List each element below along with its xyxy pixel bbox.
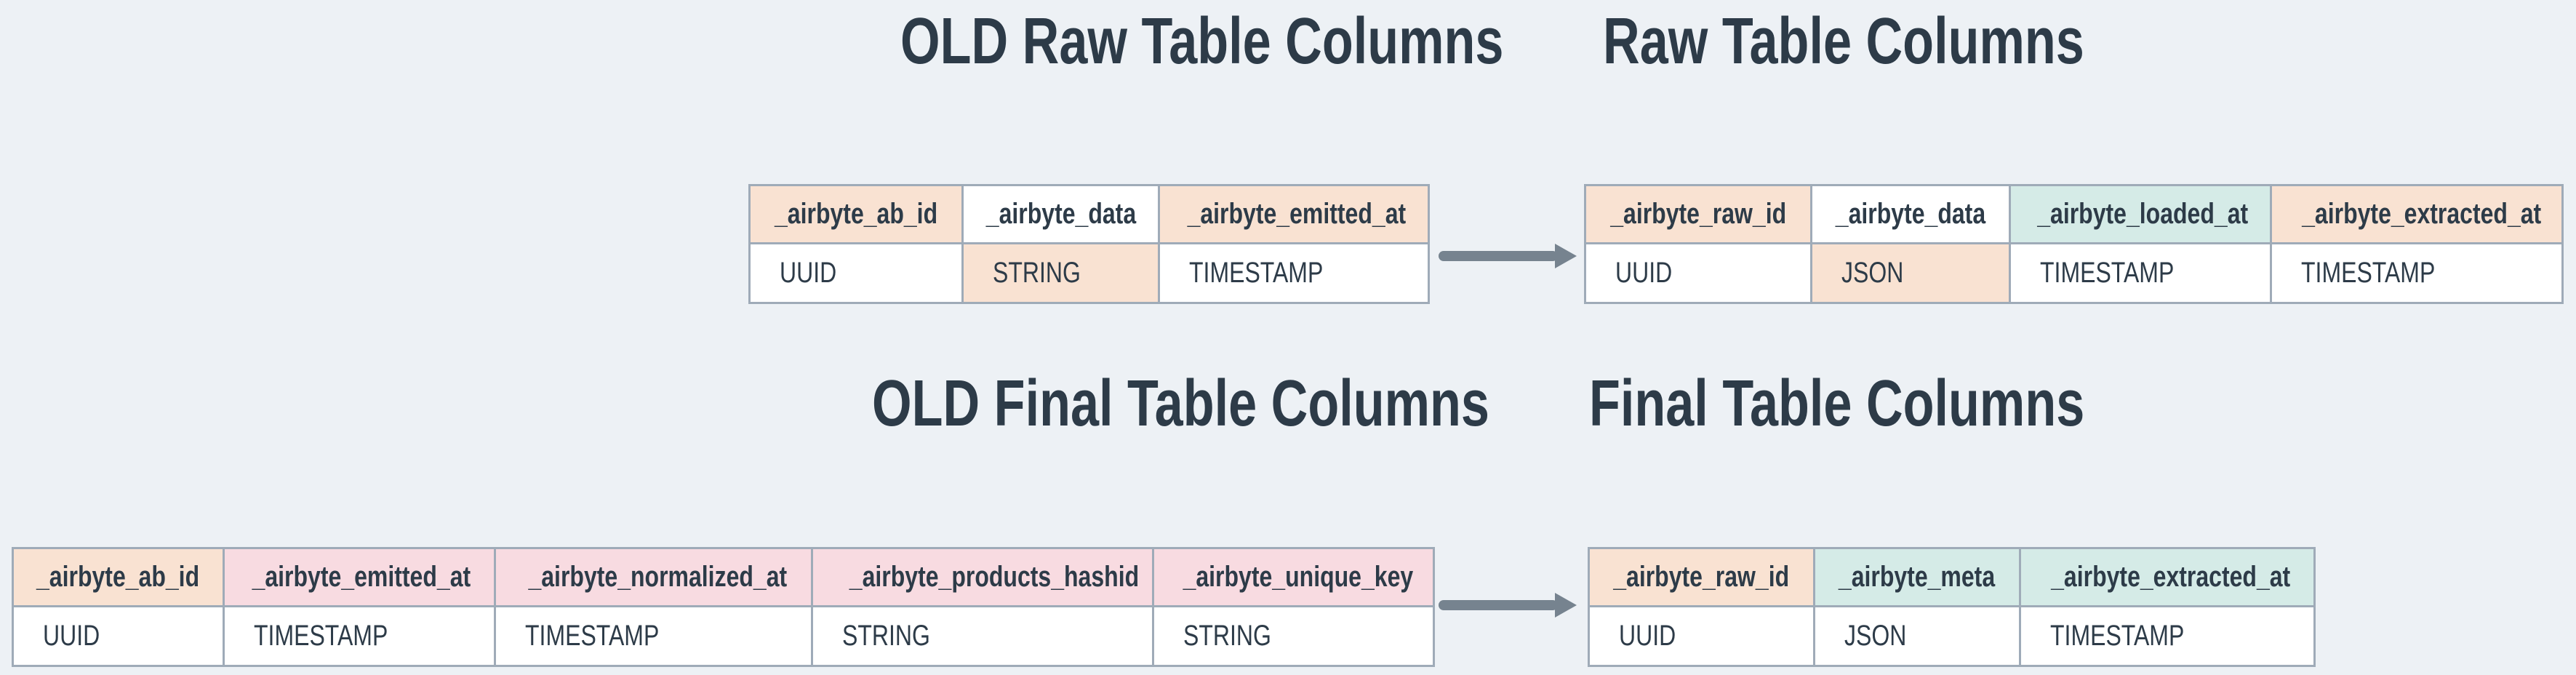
final-type-row: UUID JSON TIMESTAMP bbox=[1588, 605, 2316, 667]
header-label: _airbyte_extracted_at bbox=[2302, 198, 2542, 230]
final-header-row: _airbyte_raw_id _airbyte_meta _airbyte_e… bbox=[1588, 547, 2316, 607]
type-cell-uuid: UUID bbox=[1584, 242, 1812, 304]
header-label: _airbyte_products_hashid bbox=[849, 561, 1140, 593]
old-raw-table-title: OLD Raw Table Columns bbox=[900, 9, 1673, 74]
type-cell-timestamp: TIMESTAMP bbox=[2009, 242, 2272, 304]
old-raw-header-row: _airbyte_ab_id _airbyte_data _airbyte_em… bbox=[748, 184, 1430, 244]
header-cell-airbyte-loaded-at: _airbyte_loaded_at bbox=[2009, 184, 2272, 244]
type-label: TIMESTAMP bbox=[2301, 257, 2436, 289]
type-cell-uuid: UUID bbox=[1588, 605, 1815, 667]
header-label: _airbyte_extracted_at bbox=[2051, 561, 2291, 593]
old-final-type-row: UUID TIMESTAMP TIMESTAMP STRING STRING bbox=[12, 605, 1435, 667]
header-label: _airbyte_normalized_at bbox=[528, 561, 788, 593]
header-label: _airbyte_meta bbox=[1839, 561, 1996, 593]
old-raw-table-title-text: OLD Raw Table Columns bbox=[900, 5, 1504, 78]
type-cell-timestamp: TIMESTAMP bbox=[2019, 605, 2316, 667]
header-label: _airbyte_emitted_at bbox=[252, 561, 471, 593]
type-label: UUID bbox=[1615, 257, 1673, 289]
header-label: _airbyte_data bbox=[1835, 198, 1986, 230]
header-cell-airbyte-emitted-at: _airbyte_emitted_at bbox=[1158, 184, 1430, 244]
type-cell-json: JSON bbox=[1813, 605, 2021, 667]
header-cell-airbyte-data: _airbyte_data bbox=[961, 184, 1160, 244]
type-label: STRING bbox=[842, 620, 930, 652]
header-cell-airbyte-emitted-at: _airbyte_emitted_at bbox=[223, 547, 496, 607]
header-cell-airbyte-meta: _airbyte_meta bbox=[1813, 547, 2021, 607]
header-label: _airbyte_ab_id bbox=[774, 198, 938, 230]
raw-type-row: UUID JSON TIMESTAMP TIMESTAMP bbox=[1584, 242, 2564, 304]
header-label: _airbyte_ab_id bbox=[36, 561, 200, 593]
header-label: _airbyte_unique_key bbox=[1183, 561, 1414, 593]
header-label: _airbyte_data bbox=[985, 198, 1136, 230]
type-label: TIMESTAMP bbox=[254, 620, 388, 652]
header-cell-airbyte-ab-id: _airbyte_ab_id bbox=[748, 184, 964, 244]
header-cell-airbyte-raw-id: _airbyte_raw_id bbox=[1584, 184, 1812, 244]
final-table: _airbyte_raw_id _airbyte_meta _airbyte_e… bbox=[1588, 547, 2316, 667]
header-label: _airbyte_raw_id bbox=[1613, 561, 1790, 593]
old-raw-table: _airbyte_ab_id _airbyte_data _airbyte_em… bbox=[748, 184, 1430, 304]
final-table-title-text: Final Table Columns bbox=[1589, 367, 2085, 440]
header-label: _airbyte_raw_id bbox=[1610, 198, 1786, 230]
old-final-table-title: OLD Final Table Columns bbox=[872, 371, 1663, 436]
raw-table-title: Raw Table Columns bbox=[1603, 9, 2220, 74]
final-table-title: Final Table Columns bbox=[1589, 371, 2224, 436]
type-label: STRING bbox=[1183, 620, 1271, 652]
header-cell-airbyte-ab-id: _airbyte_ab_id bbox=[12, 547, 225, 607]
raw-table: _airbyte_raw_id _airbyte_data _airbyte_l… bbox=[1584, 184, 2564, 304]
old-raw-type-row: UUID STRING TIMESTAMP bbox=[748, 242, 1430, 304]
type-label: JSON bbox=[1841, 257, 1904, 289]
type-label: TIMESTAMP bbox=[2050, 620, 2185, 652]
header-cell-airbyte-raw-id: _airbyte_raw_id bbox=[1588, 547, 1815, 607]
type-cell-timestamp: TIMESTAMP bbox=[2270, 242, 2564, 304]
type-cell-timestamp: TIMESTAMP bbox=[494, 605, 813, 667]
type-label: JSON bbox=[1844, 620, 1907, 652]
arrow-head bbox=[1555, 593, 1577, 618]
type-cell-timestamp: TIMESTAMP bbox=[1158, 242, 1430, 304]
raw-table-title-text: Raw Table Columns bbox=[1603, 5, 2084, 78]
type-label: TIMESTAMP bbox=[525, 620, 660, 652]
type-label: UUID bbox=[1619, 620, 1676, 652]
type-cell-timestamp: TIMESTAMP bbox=[223, 605, 496, 667]
header-label: _airbyte_emitted_at bbox=[1187, 198, 1407, 230]
header-cell-airbyte-extracted-at: _airbyte_extracted_at bbox=[2270, 184, 2564, 244]
type-cell-uuid: UUID bbox=[748, 242, 964, 304]
old-final-header-row: _airbyte_ab_id _airbyte_emitted_at _airb… bbox=[12, 547, 1435, 607]
right-arrow-icon-final bbox=[1439, 593, 1577, 618]
header-cell-airbyte-unique-key: _airbyte_unique_key bbox=[1152, 547, 1435, 607]
raw-header-row: _airbyte_raw_id _airbyte_data _airbyte_l… bbox=[1584, 184, 2564, 244]
header-label: _airbyte_loaded_at bbox=[2037, 198, 2249, 230]
arrow-shaft bbox=[1439, 251, 1558, 261]
old-final-table-title-text: OLD Final Table Columns bbox=[872, 367, 1489, 440]
arrow-head bbox=[1555, 244, 1577, 268]
header-cell-airbyte-data: _airbyte_data bbox=[1810, 184, 2011, 244]
type-cell-string: STRING bbox=[961, 242, 1160, 304]
type-label: TIMESTAMP bbox=[1189, 257, 1324, 289]
old-final-table: _airbyte_ab_id _airbyte_emitted_at _airb… bbox=[12, 547, 1435, 667]
type-label: UUID bbox=[43, 620, 100, 652]
type-label: STRING bbox=[993, 257, 1081, 289]
type-cell-string: STRING bbox=[1152, 605, 1435, 667]
type-label: UUID bbox=[780, 257, 837, 289]
header-cell-airbyte-normalized-at: _airbyte_normalized_at bbox=[494, 547, 813, 607]
type-label: TIMESTAMP bbox=[2040, 257, 2175, 289]
right-arrow-icon-raw bbox=[1439, 244, 1577, 268]
arrow-shaft bbox=[1439, 600, 1558, 610]
type-cell-uuid: UUID bbox=[12, 605, 225, 667]
header-cell-airbyte-products-hashid: _airbyte_products_hashid bbox=[811, 547, 1154, 607]
header-cell-airbyte-extracted-at: _airbyte_extracted_at bbox=[2019, 547, 2316, 607]
type-cell-string: STRING bbox=[811, 605, 1154, 667]
type-cell-json: JSON bbox=[1810, 242, 2011, 304]
